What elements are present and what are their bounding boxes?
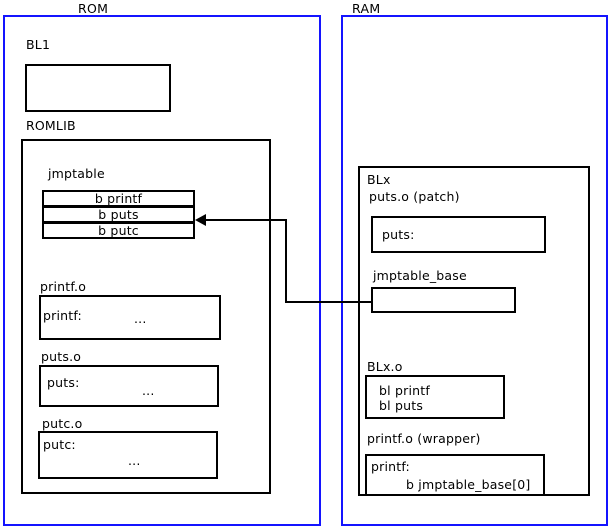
romlib-puts-symbol: puts: (47, 375, 80, 390)
bl1-label: BL1 (26, 37, 51, 52)
connector-segment-top (205, 219, 287, 221)
connector-segment-bottom (285, 301, 373, 303)
jmptable-base-label: jmptable_base (373, 268, 467, 283)
printf-wrapper-label: printf.o (wrapper) (367, 431, 481, 446)
rom-region (3, 15, 321, 526)
romlib-puts-o-box: puts: ... (39, 365, 219, 407)
romlib-label: ROMLIB (26, 118, 76, 133)
bl1-box (25, 64, 171, 112)
blx-label: BLx (367, 172, 391, 187)
romlib-printf-ellipsis: ... (134, 311, 147, 326)
jmptable-entry-putc: b putc (42, 222, 195, 239)
jmptable-entry-printf: b printf (42, 190, 195, 207)
blx-o-label: BLx.o (367, 359, 403, 374)
romlib-printf-symbol: printf: (43, 308, 82, 323)
romlib-putc-o-label: putc.o (42, 416, 83, 431)
blx-puts-patch-box: puts: (371, 216, 546, 253)
ram-region (341, 15, 608, 526)
romlib-printf-o-label: printf.o (40, 279, 87, 294)
romlib-putc-ellipsis: ... (128, 453, 141, 468)
blx-o-code-line-1: bl printf (379, 383, 430, 398)
romlib-putc-symbol: putc: (43, 437, 76, 452)
blx-o-code-line-2: bl puts (379, 398, 424, 413)
blx-o-box: bl printf bl puts (365, 375, 505, 419)
jmptable-label: jmptable (48, 166, 105, 181)
printf-wrapper-symbol: printf: (371, 459, 410, 474)
ram-region-label: RAM (352, 1, 381, 16)
jmptable-base-box (371, 287, 516, 313)
romlib-putc-o-box: putc: ... (38, 431, 218, 479)
romlib-puts-ellipsis: ... (142, 383, 155, 398)
romlib-puts-o-label: puts.o (41, 349, 82, 364)
printf-wrapper-branch: b jmptable_base[0] (406, 477, 531, 492)
romlib-printf-o-box: printf: ... (39, 295, 221, 340)
connector-arrowhead-icon (195, 214, 206, 226)
blx-puts-patch-symbol: puts: (382, 227, 415, 242)
printf-wrapper-box: printf: b jmptable_base[0] (365, 454, 545, 496)
rom-region-label: ROM (78, 1, 109, 16)
blx-puts-patch-label: puts.o (patch) (369, 189, 460, 204)
connector-segment-vertical (285, 219, 287, 303)
jmptable-entry-puts: b puts (42, 206, 195, 223)
